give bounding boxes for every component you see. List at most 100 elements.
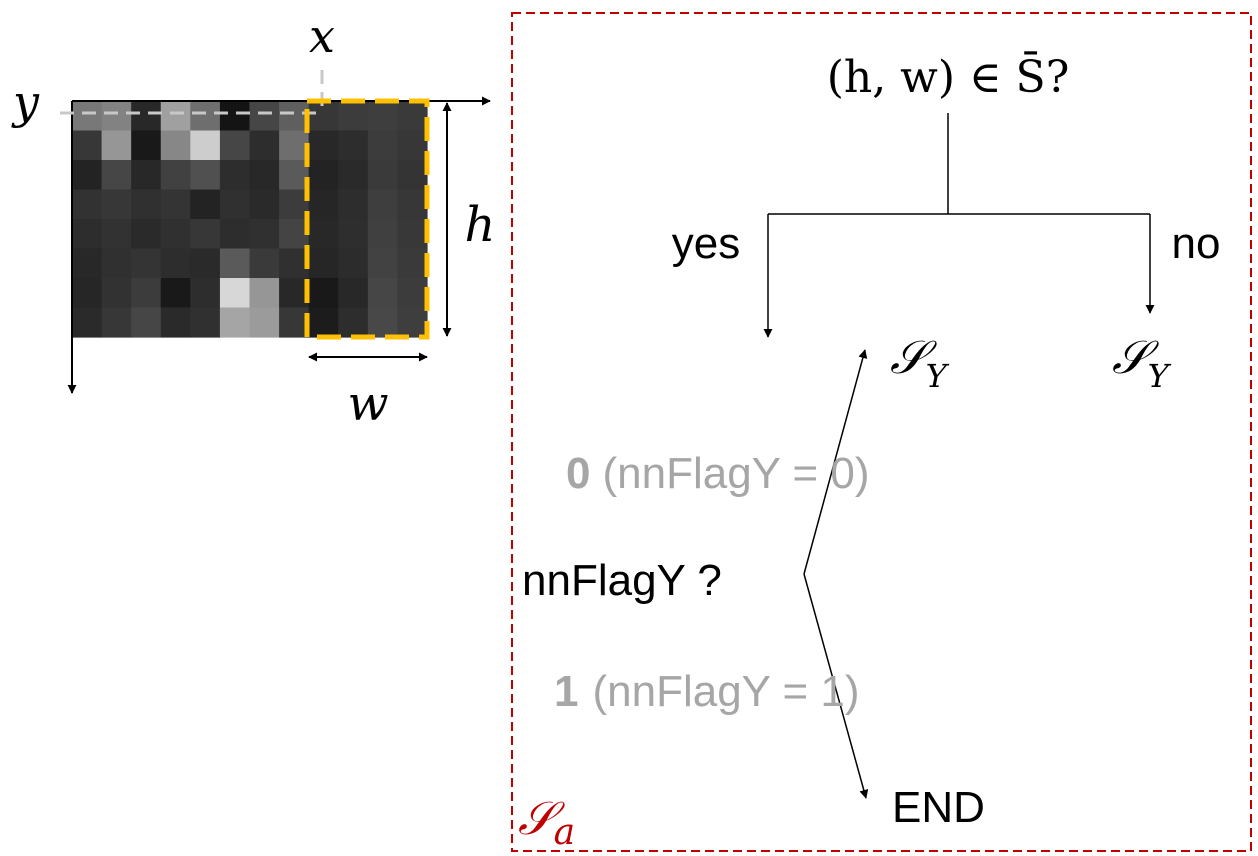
image-pixel-cell [338,189,369,220]
image-pixel-cell [72,189,103,220]
image-pixel-cell [101,189,132,220]
image-pixel-cell [101,278,132,309]
image-pixel-cell [308,160,339,191]
flag-question-text: nnFlagY ? [522,556,722,605]
image-pixel-cell [397,189,428,220]
image-pixel-cell [160,189,191,220]
image-pixel-cell [249,278,280,309]
image-pixel-cell [219,189,251,220]
image-pixel-cell [190,189,221,220]
no-label: no [1172,219,1221,268]
flag-one-label: 1(nnFlagY = 1) [554,667,860,716]
image-pixel-cell [72,101,103,132]
image-pixel-cell [101,130,132,161]
image-pixel-cell [308,307,339,338]
image-pixel-cell [279,248,310,279]
image-pixel-cell [338,160,369,191]
image-pixel-cell [367,189,399,220]
image-pixel-cell [219,101,251,132]
image-pixel-cell [338,278,369,309]
image-pixel-cell [367,278,399,309]
image-pixel-cell [397,248,428,279]
s-y-node-right: 𝒮Y [1112,330,1172,395]
image-pixel-cell [367,101,399,132]
s-a-label: 𝒮a [518,791,575,853]
image-pixel-cell [160,248,191,279]
image-pixel-cell [160,101,191,132]
h-label: h [465,197,496,253]
image-pixel-cell [397,130,428,161]
image-pixel-cell [338,307,369,338]
image-pixel-cell [219,248,251,279]
image-pixel-cell [367,130,399,161]
image-pixel-cell [397,219,428,250]
image-pixel-cell [338,248,369,279]
s-y-node-main: 𝒮Y [890,330,950,395]
image-pixel-cell [249,160,280,191]
image-pixel-cell [131,189,162,220]
image-pixel-cell [367,307,399,338]
image-pixel-cell [190,160,221,191]
image-pixel-cell [279,219,310,250]
image-pixel-cell [101,307,132,338]
image-pixel-cell [190,248,221,279]
image-pixel-cell [308,278,339,309]
image-pixel-cell [249,189,280,220]
image-pixel-cell [397,101,428,132]
image-pixel-cell [131,101,162,132]
image-pixel-cell [72,248,103,279]
image-pixel-cell [72,160,103,191]
image-pixel-cell [131,130,162,161]
image-pixel-cell [367,219,399,250]
image-pixel-cell [131,248,162,279]
image-pixel-cell [279,130,310,161]
image-patch-grid [72,101,428,338]
selected-region-outline [304,98,430,340]
image-pixel-cell [397,278,428,309]
image-pixel-cell [190,219,221,250]
image-pixel-cell [279,101,310,132]
image-pixel-cell [308,248,339,279]
image-pixel-cell [308,189,339,220]
image-pixel-cell [249,248,280,279]
image-pixel-cell [160,219,191,250]
image-pixel-cell [190,278,221,309]
image-pixel-cell [160,130,191,161]
flag-zero-label: 0(nnFlagY = 0) [566,449,870,498]
image-pixel-cell [160,307,191,338]
image-pixel-cell [190,307,221,338]
yes-label: yes [672,219,740,268]
image-pixel-cell [101,219,132,250]
image-pixel-cell [101,160,132,191]
image-pixel-cell [308,101,339,132]
image-pixel-cell [308,219,339,250]
image-pixel-cell [160,160,191,191]
x-label: x [309,9,335,63]
w-label: w [347,376,388,432]
y-label: y [11,75,40,129]
image-pixel-cell [131,307,162,338]
image-pixel-cell [249,101,280,132]
condition-text: (h, w) ∈ S̄? [827,50,1070,103]
image-pixel-cell [190,101,221,132]
image-pixel-cell [101,248,132,279]
image-pixel-cell [279,278,310,309]
image-pixel-cell [72,130,103,161]
image-pixel-cell [72,219,103,250]
image-pixel-cell [249,130,280,161]
image-pixel-cell [190,130,221,161]
image-pixel-cell [219,160,251,191]
image-pixel-cell [249,219,280,250]
image-pixel-cell [219,130,251,161]
image-pixel-cell [279,160,310,191]
s-a-frame [511,12,1252,852]
image-pixel-cell [367,160,399,191]
image-pixel-cell [279,307,310,338]
image-pixel-cell [131,219,162,250]
end-node: END [892,783,985,832]
image-pixel-cell [308,130,339,161]
image-pixel-cell [338,101,369,132]
image-pixel-cell [338,130,369,161]
